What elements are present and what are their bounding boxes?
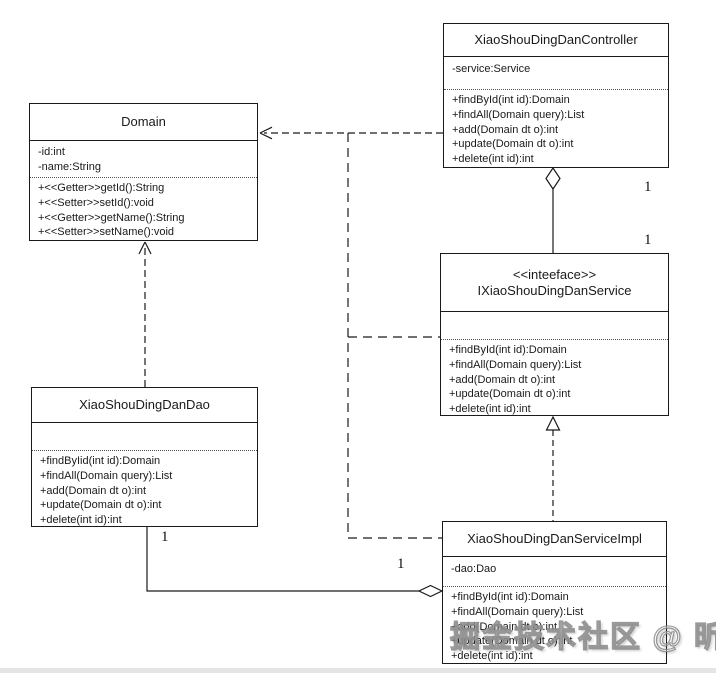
dependency-dao-to-domain-arrow [138,241,152,387]
class-box-service-impl: XiaoShouDingDanServiceImpl -dao:Dao +fin… [442,521,667,664]
attributes-compartment: -id:int -name:String [30,141,257,177]
attributes-compartment: -service:Service [444,57,668,89]
aggregation-controller-service [545,166,561,253]
multiplicity-label: 1 [161,529,169,545]
member-line: +findAll(Domain query):List [40,469,173,482]
member-line: -id:int [38,146,65,158]
dependency-controller-to-domain-arrow [259,126,443,140]
member-line: +<<Setter>>setId():void [38,196,154,209]
hollow-triangle-icon [545,415,561,431]
member-line: +findByIid(int id):Domain [40,455,161,467]
member-line: +findAll(Domain query):List [451,605,584,618]
realization-impl-to-service-arrow [545,415,561,521]
class-title-text: IXiaoShouDingDanService [477,282,632,298]
class-box-controller: XiaoShouDingDanController -service:Servi… [443,23,669,168]
class-title: XiaoShouDingDanController [444,24,668,57]
member-line: +add(Domain dt o):int [449,373,556,386]
member-line: +<<Setter>>setName():void [38,226,175,239]
methods-compartment: +findByIid(int id):Domain +findAll(Domain… [32,450,257,526]
member-line: +update(Domain dt o):int [40,499,162,512]
member-line: +delete(int id):int [449,403,531,415]
member-line: +update(Domain dt o):int [451,635,573,648]
class-box-dao: XiaoShouDingDanDao +findByIid(int id):Do… [31,387,258,527]
member-line: -service:Service [452,63,531,75]
member-line: +findById(int id):Domain [449,344,567,356]
member-line: +findAll(Domain query):List [452,108,585,121]
member-line: +findById(int id):Domain [452,94,570,106]
methods-compartment: +findById(int id):Domain +findAll(Domain … [441,339,668,415]
member-line: -dao:Dao [451,563,497,575]
methods-compartment: +findById(int id):Domain +findAll(Domain … [444,89,668,167]
member-line: +add(Domain dt o):int [452,123,559,136]
class-stereotype: <<inteeface>> [512,266,597,282]
hollow-diamond-icon [417,584,444,598]
hollow-diamond-icon [545,166,561,191]
class-title: <<inteeface>> IXiaoShouDingDanService [441,254,668,312]
member-line: +findById(int id):Domain [451,591,569,603]
multiplicity-label: 1 [644,232,652,248]
member-line: +delete(int id):int [452,153,534,166]
member-line: +<<Getter>>getName():String [38,211,185,224]
class-box-domain: Domain -id:int -name:String +<<Getter>>ge… [29,103,258,241]
member-line: +add(Domain dt o):int [40,484,147,497]
dependency-shared-dashed-trunk [347,133,442,539]
attributes-compartment [441,312,668,339]
member-line: +add(Domain dt o):int [451,620,558,633]
multiplicity-label: 1 [397,556,405,572]
member-line: +update(Domain dt o):int [449,388,571,401]
class-title: XiaoShouDingDanDao [32,388,257,423]
methods-compartment: +<<Getter>>getId():String +<<Setter>>setI… [30,177,257,240]
attributes-compartment: -dao:Dao [443,557,666,586]
member-line: +findAll(Domain query):List [449,358,582,371]
image-border-bottom [0,668,716,673]
methods-compartment: +findById(int id):Domain +findAll(Domain … [443,586,666,663]
class-title: XiaoShouDingDanServiceImpl [443,522,666,557]
class-box-service-interface: <<inteeface>> IXiaoShouDingDanService +f… [440,253,669,416]
member-line: +delete(int id):int [40,514,122,526]
multiplicity-label: 1 [644,179,652,195]
member-line: -name:String [38,160,101,173]
member-line: +update(Domain dt o):int [452,138,574,151]
attributes-compartment [32,423,257,450]
member-line: +delete(int id):int [451,650,533,663]
member-line: +<<Getter>>getId():String [38,182,165,194]
class-title: Domain [30,104,257,141]
